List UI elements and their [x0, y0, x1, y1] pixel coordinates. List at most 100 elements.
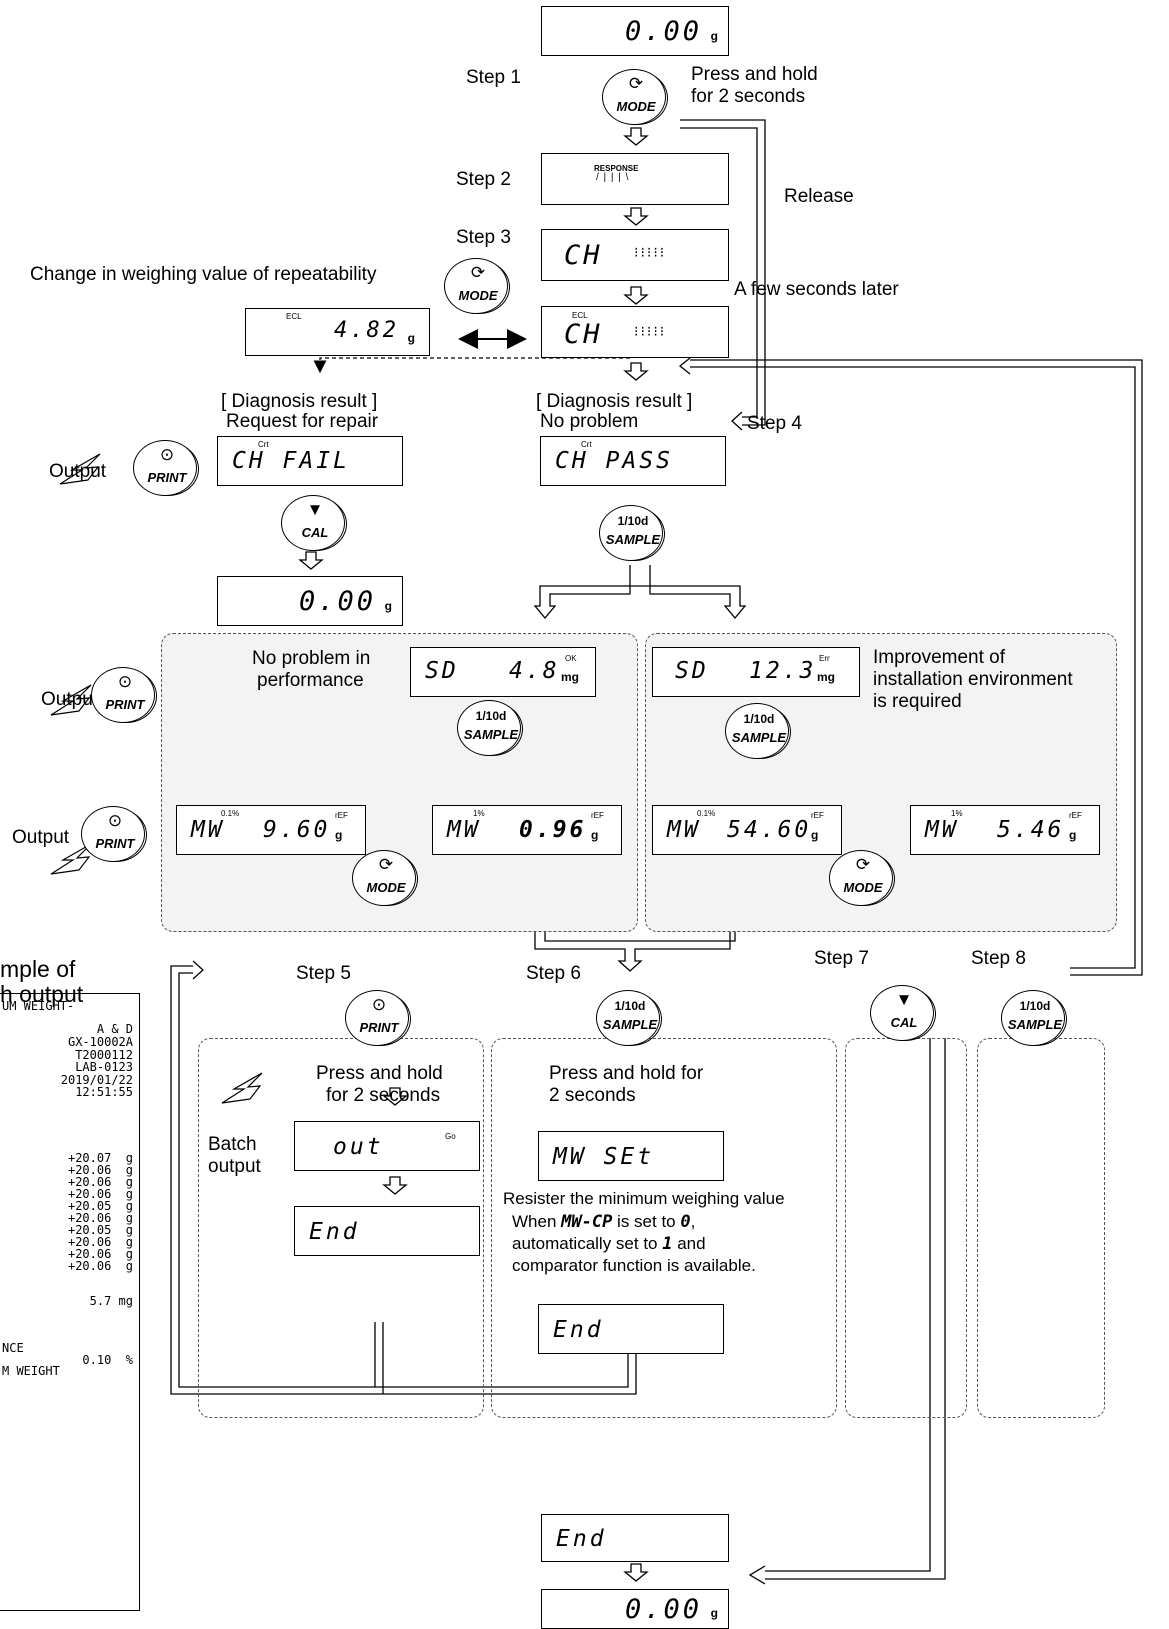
print-button-label: PRINT — [105, 697, 145, 712]
display-ch: CH — [564, 240, 603, 271]
sample-button[interactable]: 1/10d SAMPLE — [1001, 990, 1069, 1048]
display-mw-01: 0.1% MW 9.60 rEF g — [176, 805, 366, 855]
display-mw-1-err: 1% MW 5.46 rEF g — [910, 805, 1100, 855]
cal-button-label: CAL — [890, 1015, 918, 1030]
display-end: End — [538, 1304, 724, 1354]
sample-button-label: SAMPLE — [463, 727, 519, 742]
mode-button[interactable]: ⟳ MODE — [444, 258, 512, 316]
display-unit: g — [1069, 828, 1077, 842]
step5-press-hold: Press and hold — [316, 1063, 443, 1084]
end-text: End — [553, 1317, 604, 1343]
step-5-label: Step 5 — [296, 963, 351, 984]
mw-set-text: MW SEt — [553, 1144, 655, 1170]
output-bolt-icon — [50, 843, 92, 875]
auto-val: 1 — [662, 1234, 673, 1254]
display-end: End — [294, 1206, 480, 1256]
print-button[interactable]: ⊙ PRINT — [133, 440, 201, 498]
receipt-tol: 0.10 % — [82, 1353, 133, 1367]
step5-press-hold-2: for 2 seconds — [326, 1085, 441, 1106]
display-mw-01-err: 0.1% MW 54.60 rEF g — [652, 805, 842, 855]
sample-button[interactable]: 1/10d SAMPLE — [725, 703, 793, 761]
cycle-icon: ⟳ — [470, 263, 486, 282]
mwcp-code: MW-CP — [561, 1212, 613, 1232]
ref-indicator: rEF — [591, 811, 604, 820]
mw-value: 54.60 — [727, 817, 812, 843]
mode-button[interactable]: ⟳ MODE — [829, 850, 897, 908]
display-sd-err: SD 12.3 Err mg — [652, 647, 860, 697]
diag-pass-title: [ Diagnosis result ] — [536, 391, 693, 412]
receipt-line: GX-10002A — [67, 1035, 133, 1049]
display-unit: g — [591, 828, 599, 842]
print-button[interactable]: ⊙ PRINT — [91, 667, 159, 725]
cal-button[interactable]: ▼ CAL — [281, 495, 349, 553]
err-indicator: Err — [819, 654, 830, 663]
receipt-value: +20.05 g — [67, 1223, 133, 1237]
display-mw-set: MW SEt — [538, 1131, 724, 1181]
sd-label: SD — [425, 658, 459, 684]
sample-button-label: SAMPLE — [731, 730, 787, 745]
comparator-note: comparator function is available. — [512, 1256, 756, 1275]
batch-output-label-2: output — [208, 1156, 261, 1177]
display-value: 4.82 — [334, 318, 399, 343]
sd-value: 4.8 — [509, 658, 560, 684]
receipt-nce: NCE — [2, 1341, 24, 1355]
mode-button[interactable]: ⟳ MODE — [602, 69, 670, 127]
receipt-value: +20.06 g — [67, 1235, 133, 1249]
change-repeatability-label: Change in weighing value of repeatabilit… — [30, 264, 377, 285]
sample-top-label: 1/10d — [743, 712, 775, 726]
no-problem-perf: No problem in — [252, 648, 371, 669]
down-triangle-icon: ▼ — [895, 990, 913, 1009]
receipt-value: +20.06 g — [67, 1175, 133, 1189]
panel-step8 — [977, 1038, 1105, 1418]
print-icon: ⊙ — [117, 672, 133, 691]
pct-indicator: 1% — [951, 809, 963, 818]
sample-top-label: 1/10d — [614, 999, 646, 1013]
cal-button-label: CAL — [301, 525, 329, 540]
down-triangle-icon: ▼ — [306, 500, 324, 519]
mwcp-note-post: , — [690, 1212, 696, 1231]
print-button[interactable]: ⊙ PRINT — [345, 990, 413, 1048]
display-unit: g — [407, 331, 415, 345]
sd-label: SD — [675, 658, 709, 684]
display-check-2: ECL CH ⁝⁝⁝⁝⁝ — [541, 306, 729, 358]
improve-label-2: installation environment — [873, 669, 1073, 690]
no-problem-perf-2: performance — [257, 670, 364, 691]
mw-value: 0.96 — [519, 817, 587, 843]
sample-button[interactable]: 1/10d SAMPLE — [457, 700, 525, 758]
ecl-indicator: ECL — [572, 311, 588, 320]
end-text: End — [556, 1526, 607, 1552]
print-button-label: PRINT — [359, 1020, 399, 1035]
batch-output-label: Batch — [208, 1134, 257, 1155]
sample-button[interactable]: 1/10d SAMPLE — [599, 505, 667, 563]
progress-icon: ⁝⁝⁝⁝⁝ — [634, 244, 667, 260]
ecl-indicator: ECL — [286, 312, 302, 321]
display-unit: mg — [817, 670, 835, 684]
step-7-label: Step 7 — [814, 948, 869, 969]
output-bolt-icon — [50, 684, 92, 716]
improve-label-3: is required — [873, 691, 962, 712]
mwcp-note: When MW-CP is set to 0, — [512, 1211, 695, 1233]
ref-indicator: rEF — [811, 811, 824, 820]
receipt-line: 12:51:55 — [75, 1085, 133, 1099]
crt-indicator: Crt — [581, 440, 592, 449]
out-text: out — [333, 1134, 384, 1160]
display-zero-top: 0.00 g — [541, 6, 729, 56]
print-button[interactable]: ⊙ PRINT — [81, 806, 149, 864]
mwcp-note-pre: When — [512, 1212, 562, 1231]
display-unit: g — [811, 828, 819, 842]
sample-button-label: SAMPLE — [1007, 1017, 1063, 1032]
cal-button[interactable]: ▼ CAL — [870, 985, 938, 1043]
receipt-value: +20.07 g — [67, 1151, 133, 1165]
print-icon: ⊙ — [371, 995, 387, 1014]
print-icon: ⊙ — [107, 811, 123, 830]
display-value: 0.00 — [624, 1594, 702, 1625]
mw-label: MW — [447, 817, 481, 843]
mwcp-val: 0 — [680, 1212, 691, 1232]
mode-button[interactable]: ⟳ MODE — [352, 850, 420, 908]
mw-value: 9.60 — [263, 817, 331, 843]
display-unit: g — [384, 599, 392, 613]
step-4-label: Step 4 — [747, 413, 802, 434]
sample-button[interactable]: 1/10d SAMPLE — [596, 990, 664, 1048]
press-hold-text: Press and hold — [691, 64, 818, 85]
mode-button-label: MODE — [366, 880, 406, 895]
